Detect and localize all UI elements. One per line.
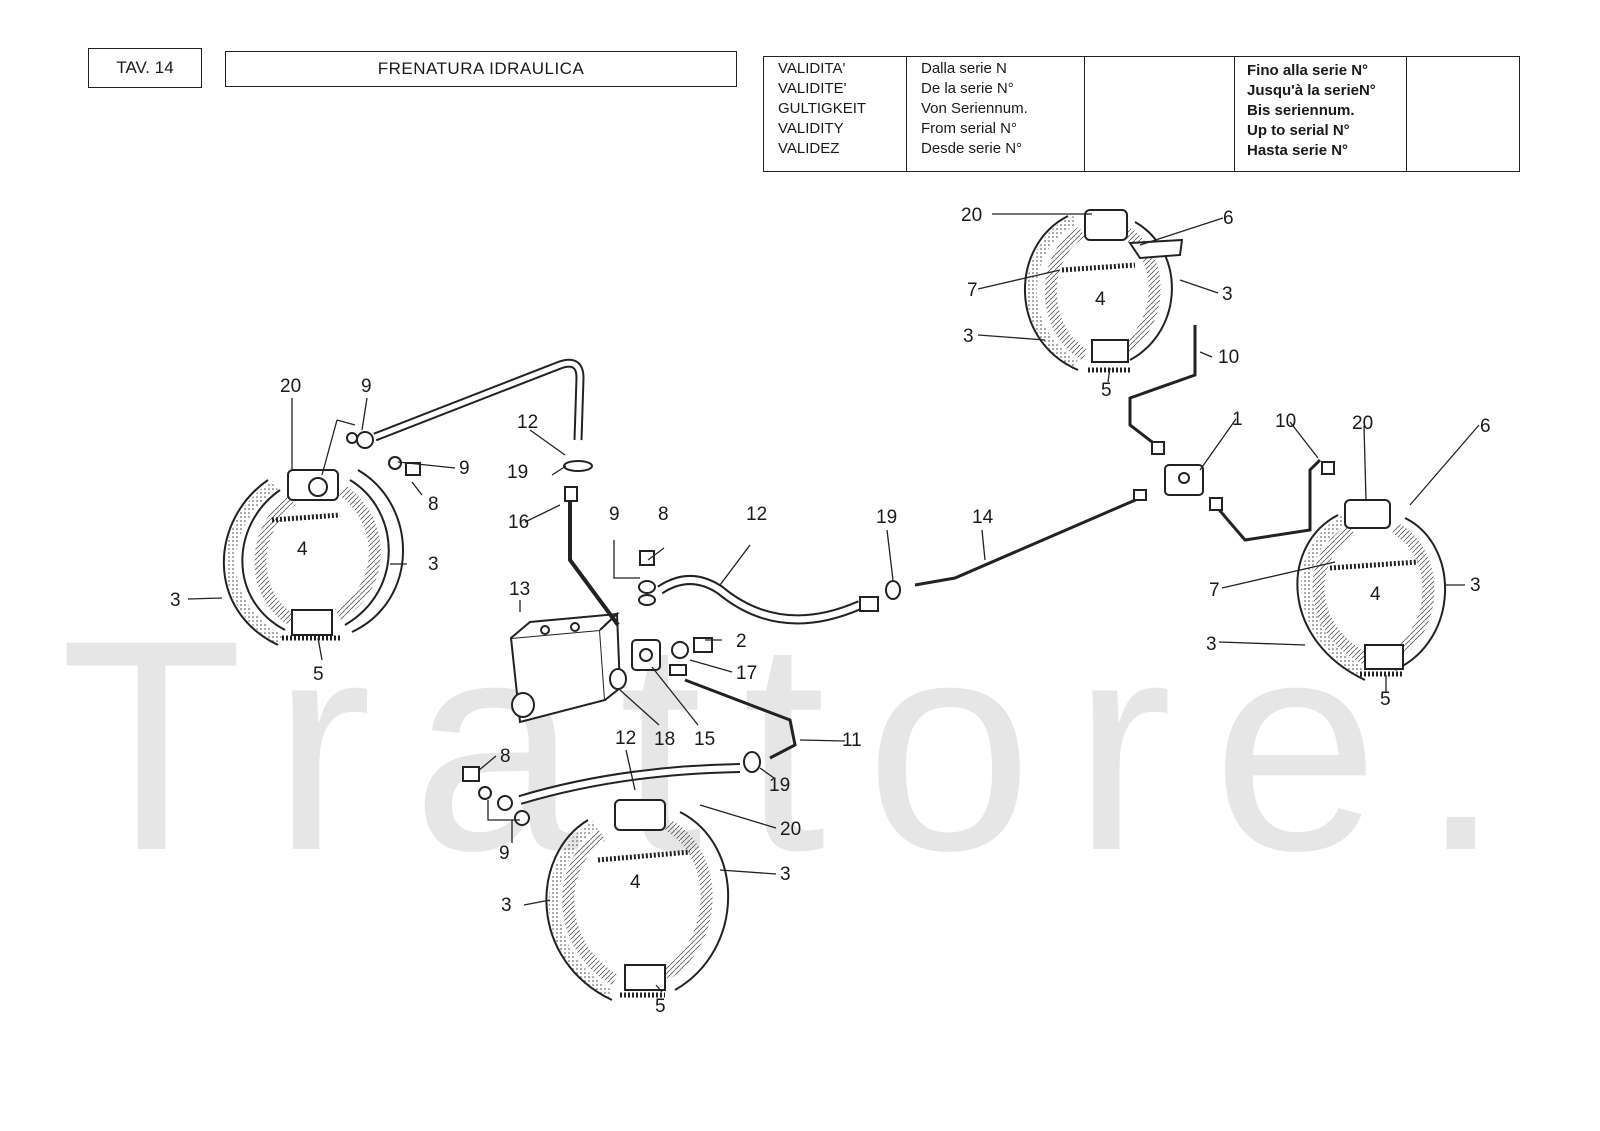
validity-label: VALIDITA' bbox=[778, 60, 846, 77]
junction-block bbox=[1128, 325, 1335, 542]
callout: 9 bbox=[459, 458, 470, 479]
callout: 5 bbox=[1101, 380, 1112, 401]
callout: 11 bbox=[842, 730, 862, 751]
callout: 5 bbox=[313, 664, 324, 685]
callout: 20 bbox=[280, 376, 301, 397]
validity-to-text: Up to serial N° bbox=[1247, 122, 1350, 139]
validity-label: VALIDITY bbox=[778, 120, 844, 137]
hose-middle bbox=[657, 489, 1147, 625]
callout: 4 bbox=[630, 872, 641, 893]
validity-to-text: Bis seriennum. bbox=[1247, 102, 1355, 119]
callout: 9 bbox=[361, 376, 372, 397]
callout: 3 bbox=[1222, 284, 1233, 305]
callout: 4 bbox=[1370, 584, 1381, 605]
hose-lower bbox=[462, 678, 797, 826]
validity-to-text: Jusqu'à la serieN° bbox=[1247, 82, 1376, 99]
callout: 17 bbox=[736, 663, 757, 684]
callout: 9 bbox=[499, 843, 510, 864]
validity-from-text: De la serie N° bbox=[921, 80, 1014, 97]
callout: 3 bbox=[780, 864, 791, 885]
watermark-text: Trattore.it bbox=[60, 630, 1540, 860]
callout: 6 bbox=[1480, 416, 1491, 437]
validity-from-text: Dalla serie N bbox=[921, 60, 1007, 77]
callout: 12 bbox=[615, 728, 636, 749]
validity-labels: VALIDITA' VALIDITE' GULTIGKEIT VALIDITY … bbox=[764, 57, 907, 171]
callout: 4 bbox=[297, 539, 308, 560]
validity-label: GULTIGKEIT bbox=[778, 100, 867, 117]
validity-from-text: Desde serie N° bbox=[921, 140, 1023, 157]
callout: 20 bbox=[780, 819, 801, 840]
validity-to-text: Fino alla serie N° bbox=[1247, 62, 1369, 79]
validity-from-text: Von Seriennum. bbox=[921, 100, 1028, 117]
callout: 20 bbox=[1352, 413, 1373, 434]
callout: 4 bbox=[1095, 289, 1106, 310]
callout: 15 bbox=[694, 729, 715, 750]
callout: 13 bbox=[509, 579, 530, 600]
validity-from: Dalla serie N De la serie N° Von Serienn… bbox=[907, 57, 1085, 171]
validity-from-text: From serial N° bbox=[921, 120, 1018, 137]
callout: 10 bbox=[1275, 411, 1296, 432]
callout: 14 bbox=[972, 507, 994, 528]
brake-assembly-right bbox=[1296, 499, 1446, 681]
callout: 8 bbox=[658, 504, 669, 525]
pipe-upper bbox=[346, 358, 593, 476]
callout: 12 bbox=[746, 504, 767, 525]
callout: 7 bbox=[1209, 580, 1220, 601]
page-title: FRENATURA IDRAULICA bbox=[225, 51, 737, 87]
validity-to-text: Hasta serie N° bbox=[1247, 142, 1349, 159]
brake-assembly-left bbox=[222, 469, 404, 646]
callout: 3 bbox=[1206, 634, 1217, 655]
callout: 3 bbox=[428, 554, 439, 575]
validity-label: VALIDEZ bbox=[778, 140, 840, 157]
validity-from-value bbox=[1085, 57, 1235, 171]
callout: 2 bbox=[736, 631, 747, 652]
brake-assembly-bottom bbox=[545, 799, 730, 1001]
callout-numbers: 20 9 12 9 8 4 3 3 5 19 16 9 8 12 13 2 17… bbox=[170, 205, 1491, 1017]
callout: 3 bbox=[963, 326, 974, 347]
callout: 16 bbox=[508, 512, 529, 533]
callout: 5 bbox=[1380, 689, 1391, 710]
callout: 6 bbox=[1223, 208, 1234, 229]
callout: 3 bbox=[501, 895, 512, 916]
validity-to: Fino alla serie N° Jusqu'à la serieN° Bi… bbox=[1235, 57, 1407, 171]
callout: 19 bbox=[769, 775, 790, 796]
callout: 19 bbox=[876, 507, 897, 528]
callout: 18 bbox=[654, 729, 675, 750]
callout: 9 bbox=[609, 504, 620, 525]
leader-lines bbox=[187, 213, 1480, 993]
callout: 20 bbox=[961, 205, 982, 226]
callout: 1 bbox=[1232, 409, 1243, 430]
brake-assembly-top-right bbox=[1024, 209, 1184, 373]
callout: 7 bbox=[967, 280, 978, 301]
callout: 10 bbox=[1218, 347, 1239, 368]
callout: 12 bbox=[517, 412, 538, 433]
plate-number: TAV. 14 bbox=[88, 48, 202, 88]
callout: 8 bbox=[500, 746, 511, 767]
callout: 8 bbox=[428, 494, 439, 515]
master-cylinder bbox=[509, 486, 713, 724]
validity-table: VALIDITA' VALIDITE' GULTIGKEIT VALIDITY … bbox=[763, 56, 1520, 172]
callout: 19 bbox=[507, 462, 528, 483]
callout: 3 bbox=[1470, 575, 1481, 596]
callout: 5 bbox=[655, 996, 666, 1017]
validity-label: VALIDITE' bbox=[778, 80, 847, 97]
callout: 3 bbox=[170, 590, 181, 611]
